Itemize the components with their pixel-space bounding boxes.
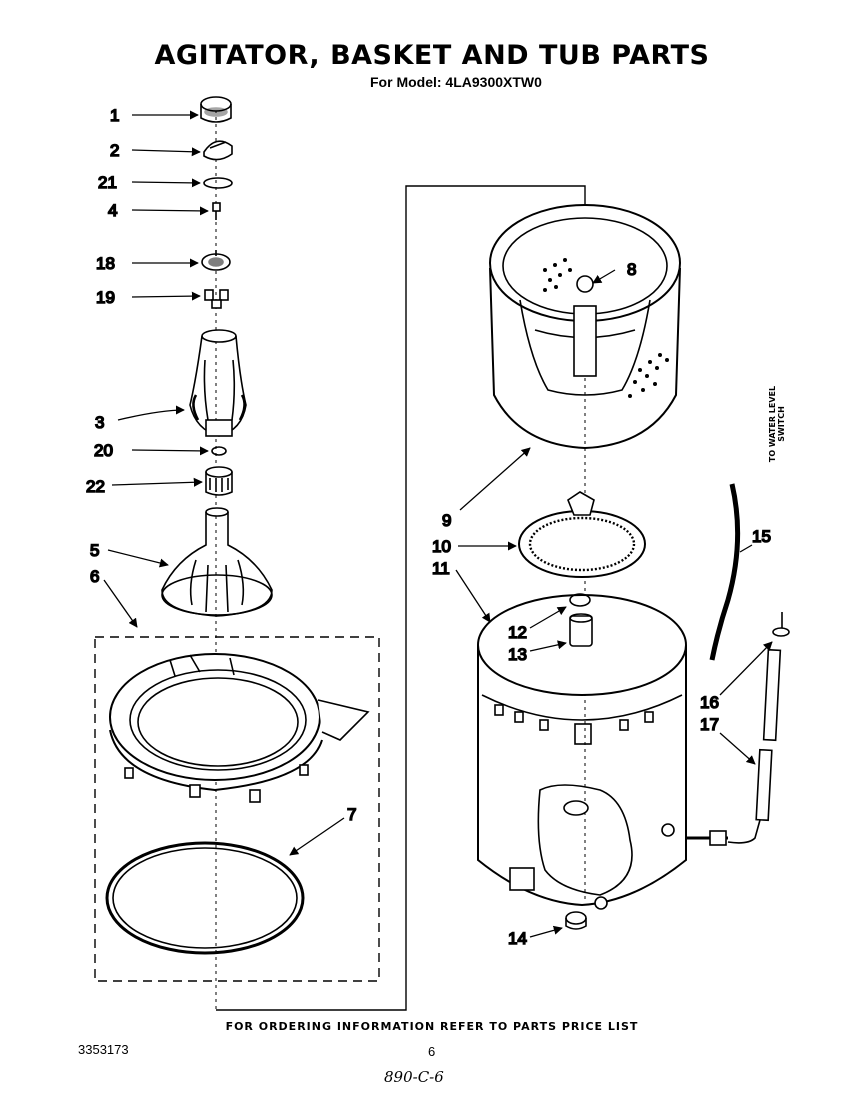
callout-5: 5 — [90, 541, 99, 560]
callout-16: 16 — [700, 693, 719, 712]
callout-19: 19 — [96, 288, 115, 307]
callout-4: 4 — [108, 201, 117, 220]
basket-seal-part — [518, 491, 646, 578]
pressure-hose-part — [709, 483, 741, 661]
spin-tube-seal-part — [569, 613, 593, 647]
bolt-part — [212, 202, 221, 220]
callout-13: 13 — [508, 645, 527, 664]
ring-part — [203, 177, 233, 189]
callout-10: 10 — [432, 537, 451, 556]
agitator-dog-part — [201, 250, 231, 271]
callout-3: 3 — [95, 413, 104, 432]
callout-7: 7 — [347, 805, 356, 824]
agitator-barrel-part — [189, 329, 247, 437]
callout-2: 2 — [110, 141, 119, 160]
tub-ring-part — [109, 653, 370, 803]
agitator-dogs-part — [204, 289, 229, 309]
cam-part — [203, 140, 233, 161]
callout-14: 14 — [508, 929, 527, 948]
snap-ring-part — [569, 593, 591, 607]
callout-8: 8 — [627, 260, 636, 279]
agitator-cap-part — [200, 96, 232, 123]
callout-9: 9 — [442, 511, 451, 530]
callout-15: 15 — [752, 527, 771, 546]
callout-6: 6 — [90, 567, 99, 586]
hose-clamp-part — [772, 612, 790, 637]
page-title: AGITATOR, BASKET AND TUB PARTS — [154, 40, 710, 71]
callout-18: 18 — [96, 254, 115, 273]
callout-12: 12 — [508, 623, 527, 642]
callout-11: 11 — [432, 559, 450, 578]
callout-17: 17 — [700, 715, 719, 734]
tub-ring-group-outline — [94, 636, 380, 982]
tub-nut-part — [565, 911, 587, 930]
callout-1: 1 — [110, 106, 119, 125]
assembly-connector-line — [216, 185, 586, 1011]
callout-arrows — [103, 110, 773, 938]
clutch-part — [205, 466, 233, 496]
water-level-label-line1: TO WATER LEVEL — [768, 385, 777, 463]
ordering-info-note: FOR ORDERING INFORMATION REFER TO PARTS … — [225, 1020, 639, 1033]
washer-part — [211, 446, 227, 456]
agitator-base-part — [161, 507, 273, 617]
model-subtitle: For Model: 4LA9300XTW0 — [370, 74, 542, 90]
callout-21: 21 — [98, 173, 117, 192]
document-number: 3353173 — [78, 1042, 129, 1057]
handwritten-note: 890-C-6 — [384, 1068, 444, 1086]
water-level-label-line2: SWITCH — [777, 406, 786, 442]
water-level-switch-label: TO WATER LEVEL SWITCH — [768, 379, 786, 469]
page-number: 6 — [428, 1044, 436, 1059]
basket-part — [489, 204, 681, 450]
callout-numbers: 1 2 21 4 18 19 3 20 22 5 6 7 8 9 10 11 1… — [85, 105, 772, 949]
drain-hose-part — [686, 648, 782, 846]
callout-20: 20 — [94, 441, 113, 460]
tub-gasket-part — [105, 841, 305, 955]
callout-22: 22 — [86, 477, 105, 496]
